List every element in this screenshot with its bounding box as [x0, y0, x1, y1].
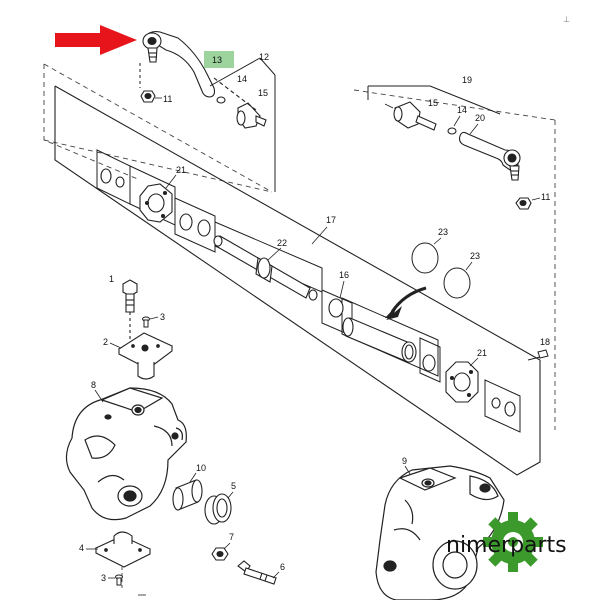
label-16: 16: [339, 270, 349, 280]
label-15: 15: [258, 88, 268, 98]
gear-icon: [483, 512, 543, 572]
label-18: 18: [540, 337, 550, 347]
watermark-text: nimerparts: [446, 533, 567, 558]
rotation-arrow: [385, 286, 427, 320]
watermark-logo: nimerparts: [446, 512, 567, 572]
seal-rings: [100, 168, 516, 417]
reference-mark: ⊥: [563, 15, 570, 24]
label-19: 19: [462, 75, 472, 85]
label-13: 13: [212, 55, 222, 65]
label-14-right: 14: [457, 105, 467, 115]
highlight-arrow: [55, 25, 137, 55]
label-7: 7: [229, 532, 234, 542]
label-6: 6: [280, 562, 285, 572]
right-tie-rod-bracket: [367, 85, 501, 115]
piston-rod: [213, 235, 311, 299]
bolt-1: [122, 279, 138, 340]
label-23-bottom: 23: [470, 251, 480, 261]
right-tie-rod-assembly: [393, 101, 532, 210]
label-11: 11: [163, 94, 172, 104]
label-21-left: 21: [176, 165, 186, 175]
screw-3-lower: [115, 574, 123, 586]
label-3-upper: 3: [160, 312, 165, 322]
label-23-top: 23: [438, 227, 448, 237]
label-1: 1: [109, 274, 114, 284]
label-4: 4: [79, 543, 84, 553]
steering-cylinder-frame: [54, 85, 541, 476]
highlight-box-13: [204, 51, 234, 68]
flange-left: [139, 183, 173, 223]
dashed-frame: [43, 63, 556, 430]
nut-7: [211, 547, 229, 561]
steering-knuckle-8: [65, 387, 187, 521]
label-11-right: 11: [541, 192, 550, 202]
label-22: 22: [277, 238, 287, 248]
label-20: 20: [475, 113, 485, 123]
bushing-10: [172, 479, 203, 511]
label-21-right: 21: [477, 348, 487, 358]
cylinder-tube: [342, 317, 417, 363]
label-10: 10: [196, 463, 206, 473]
screw-18: [527, 349, 549, 361]
label-3-lower: 3: [101, 573, 106, 583]
label-14: 14: [237, 74, 247, 84]
label-2: 2: [103, 337, 108, 347]
steering-knuckle-9: [375, 465, 505, 601]
label-12: 12: [259, 52, 269, 62]
label-8: 8: [91, 380, 96, 390]
flange-right: [445, 361, 479, 403]
bolt-6: [237, 560, 277, 585]
label-15-right: 15: [428, 98, 438, 108]
bracket-4: [94, 531, 152, 568]
label-5: 5: [231, 481, 236, 491]
label-17: 17: [326, 215, 336, 225]
label-9: 9: [402, 456, 407, 466]
o-rings: [411, 242, 471, 299]
screw-3-upper: [142, 316, 150, 328]
left-tie-rod-bracket: [139, 57, 276, 192]
bracket-2: [117, 332, 174, 380]
left-tie-rod-assembly: [140, 31, 267, 129]
bearing-5: [204, 493, 232, 525]
